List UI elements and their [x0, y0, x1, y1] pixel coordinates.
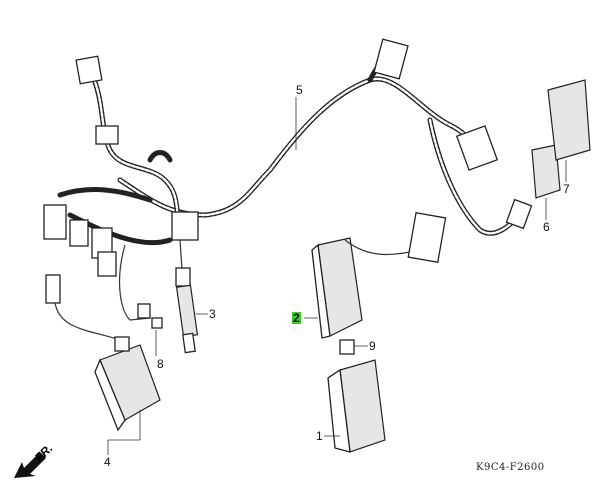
callout-8[interactable]: 8 [157, 357, 164, 371]
drawing-code: K9C4-F2600 [476, 462, 545, 473]
callout-9[interactable]: 9 [369, 339, 376, 353]
part-7-relay[interactable] [547, 79, 591, 161]
part-9-clip[interactable] [339, 339, 355, 355]
callout-3[interactable]: 3 [209, 307, 216, 321]
callout-4[interactable]: 4 [104, 455, 111, 469]
callout-7[interactable]: 7 [563, 182, 570, 196]
part-8-bolt[interactable] [119, 244, 163, 329]
part-2-ecu[interactable] [311, 211, 447, 339]
callout-5[interactable]: 5 [296, 83, 303, 97]
callout-1[interactable]: 1 [316, 429, 323, 443]
main-wire-harness[interactable] [57, 51, 523, 246]
front-arrow-icon [14, 452, 46, 478]
callout-6[interactable]: 6 [543, 220, 550, 234]
part-3-sensor[interactable] [175, 239, 199, 354]
callout-2[interactable]: 2 [292, 311, 301, 325]
harness-connectors [43, 38, 533, 277]
leader-lines [107, 97, 567, 455]
part-6-relay[interactable] [531, 144, 561, 199]
part-1-cover[interactable] [327, 359, 386, 453]
part-4-regulator[interactable] [45, 274, 161, 432]
